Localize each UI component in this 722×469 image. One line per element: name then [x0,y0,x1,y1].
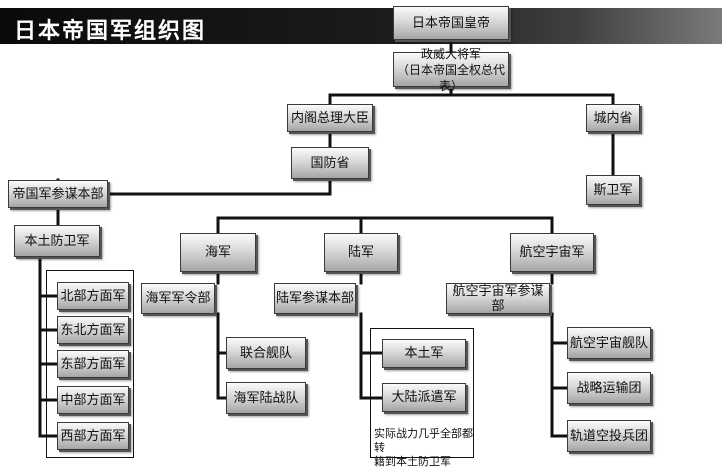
node-combined-fleet: 联合舰队 [226,337,306,369]
node-castle: 城内省 [586,104,640,132]
node-orbital-drop: 轨道空投兵团 [567,420,651,452]
node-defense: 国防省 [291,147,369,179]
node-marshal-line2: （日本帝国全权总代表） [396,62,505,93]
node-northeast: 东北方面军 [57,316,129,344]
node-army: 陆军 [324,233,398,272]
node-imperial-staff: 帝国军参谋本部 [8,180,108,208]
node-homeland: 本土军 [382,339,466,368]
node-cabinet: 内阁总理大臣 [287,104,373,132]
node-marshal: 政威大将军 （日本帝国全权总代表） [393,47,509,93]
army-note: 实际战力几乎全部都转 籍到本土防卫军 [374,427,474,469]
army-note-line2: 籍到本土防卫军 [374,455,451,468]
diagram-title: 日本帝国军组织图 [14,19,207,44]
node-emperor: 日本帝国皇帝 [393,6,509,40]
node-west: 西部方面军 [57,422,129,450]
title-bar [0,8,722,44]
node-marshal-line1: 政威大将军 [420,46,481,61]
node-north: 北部方面军 [57,282,129,310]
army-frame [370,328,474,458]
node-navy-command: 海军军令部 [141,283,215,314]
node-guard: 斯卫军 [586,175,640,205]
node-east: 东部方面军 [57,350,129,378]
home-defense-frame [46,270,134,458]
connector-lines [38,38,615,438]
node-aerospace: 航空宇宙军 [510,233,594,272]
node-aerospace-staff: 航空宇宙军参谋部 [446,283,550,314]
node-continental: 大陆派遣军 [382,383,466,412]
node-space-fleet: 航空宇宙舰队 [567,327,651,359]
node-marines: 海军陆战队 [226,382,306,414]
node-central: 中部方面军 [57,386,129,414]
node-navy: 海军 [180,233,256,272]
node-home-defense: 本土防卫军 [14,225,100,257]
node-army-staff: 陆军参谋本部 [274,283,356,314]
army-note-line1: 实际战力几乎全部都转 [374,427,473,454]
node-strategic-transport: 战略运输团 [567,372,651,404]
